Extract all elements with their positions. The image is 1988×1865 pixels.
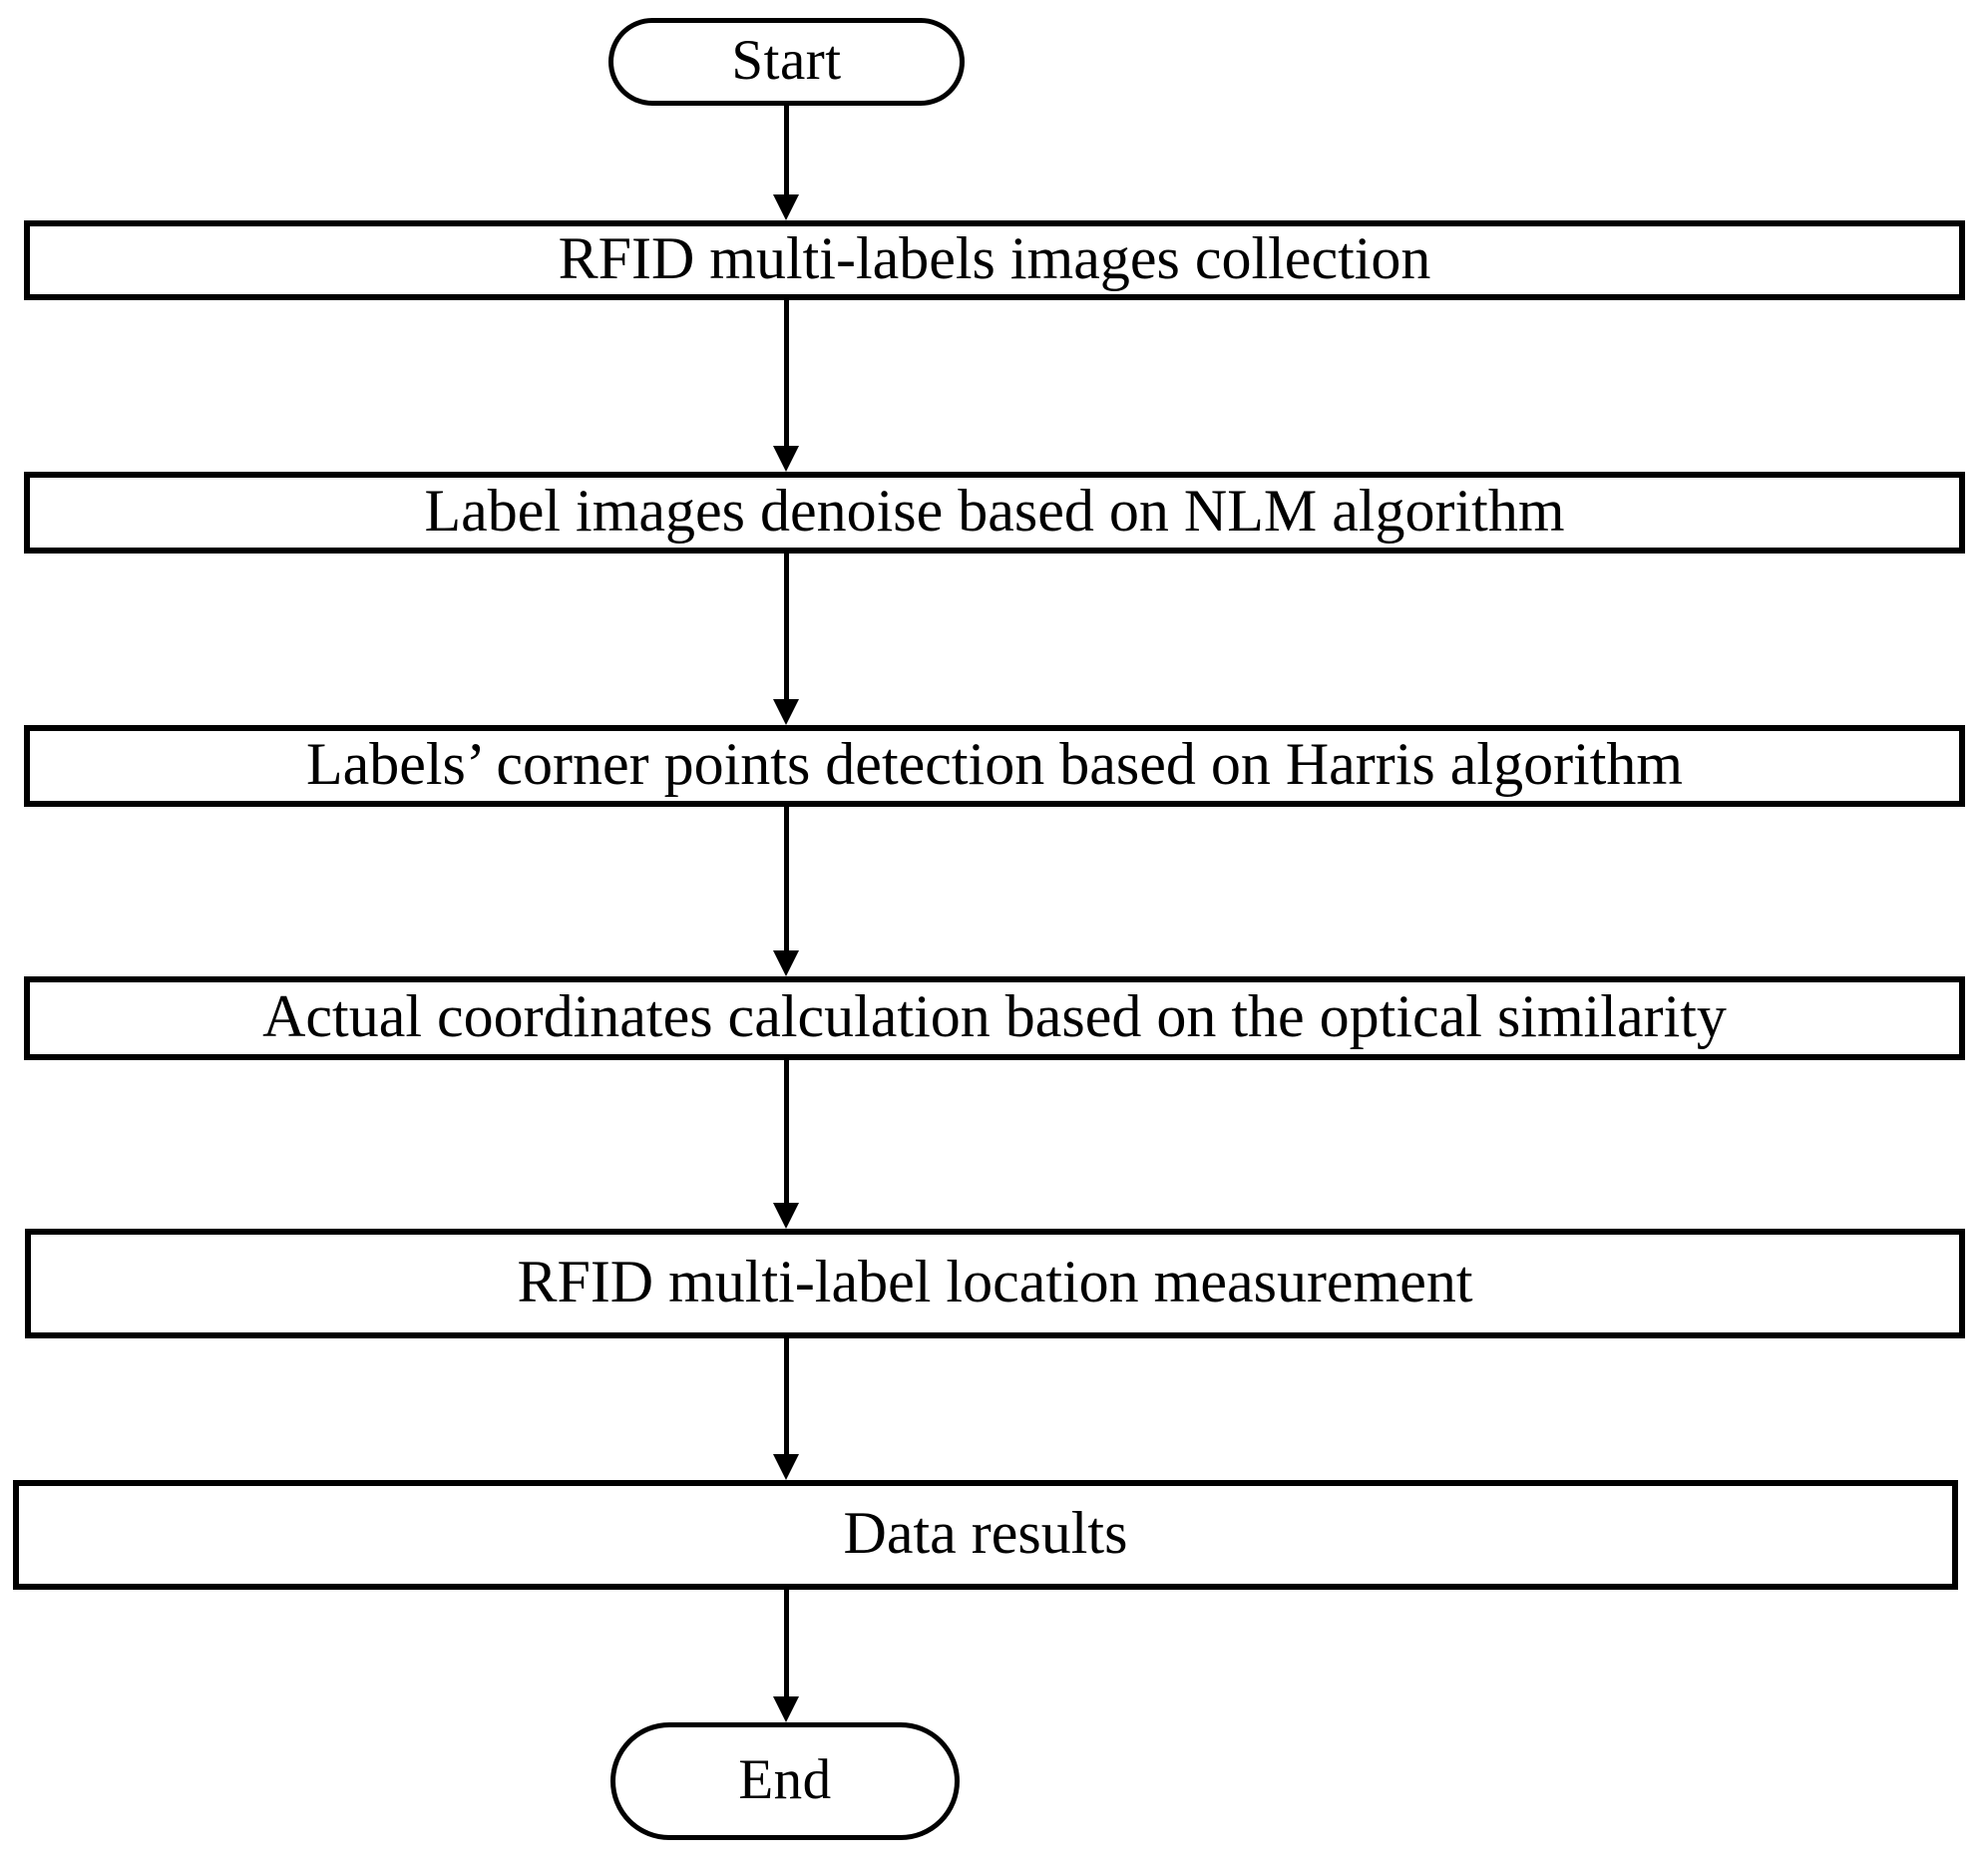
arrowhead-icon bbox=[773, 950, 799, 976]
arrowhead-icon bbox=[773, 699, 799, 725]
connector-line bbox=[784, 554, 789, 699]
node-p2-label: Label images denoise based on NLM algori… bbox=[424, 478, 1565, 544]
node-p4-label: Actual coordinates calculation based on … bbox=[262, 983, 1727, 1049]
node-actual-coordinates-calculation: Actual coordinates calculation based on … bbox=[24, 976, 1965, 1060]
arrowhead-icon bbox=[773, 446, 799, 472]
node-label-images-denoise-nlm: Label images denoise based on NLM algori… bbox=[24, 472, 1965, 554]
arrowhead-icon bbox=[773, 194, 799, 220]
node-corner-points-detection-harris: Labels’ corner points detection based on… bbox=[24, 725, 1965, 807]
connector-line bbox=[784, 1338, 789, 1454]
node-rfid-multi-label-location-measurement: RFID multi-label location measurement bbox=[25, 1229, 1965, 1338]
connector-line bbox=[784, 1060, 789, 1203]
node-p6-label: Data results bbox=[843, 1500, 1128, 1566]
node-start: Start bbox=[608, 18, 965, 106]
node-rfid-multi-labels-images-collection: RFID multi-labels images collection bbox=[24, 220, 1965, 300]
node-end-label: End bbox=[738, 1747, 832, 1811]
connector-line bbox=[784, 106, 789, 194]
connector-line bbox=[784, 807, 789, 950]
arrowhead-icon bbox=[773, 1203, 799, 1229]
node-end: End bbox=[610, 1722, 960, 1840]
arrowhead-icon bbox=[773, 1696, 799, 1722]
connector-line bbox=[784, 1590, 789, 1696]
connector-line bbox=[784, 300, 789, 446]
node-p1-label: RFID multi-labels images collection bbox=[558, 225, 1431, 291]
node-p3-label: Labels’ corner points detection based on… bbox=[305, 731, 1684, 797]
node-start-label: Start bbox=[731, 28, 842, 92]
node-data-results: Data results bbox=[13, 1480, 1958, 1590]
node-p5-label: RFID multi-label location measurement bbox=[517, 1249, 1473, 1314]
arrowhead-icon bbox=[773, 1454, 799, 1480]
